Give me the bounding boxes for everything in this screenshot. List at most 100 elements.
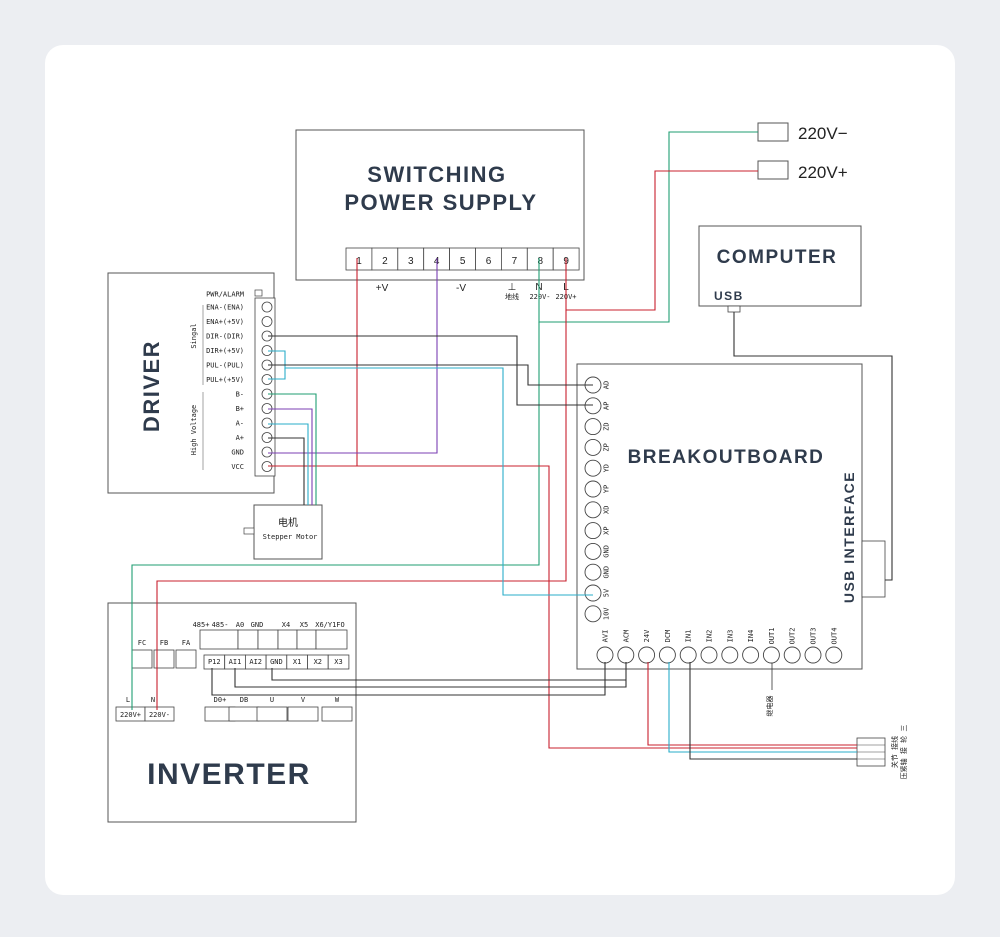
psu-n-sub: 220V- — [529, 293, 550, 301]
breakout-bottom-pin — [742, 646, 760, 664]
psu-terminal-label: 5 — [460, 256, 466, 267]
inverter-top-label: GND — [251, 621, 264, 629]
driver-pin-label: GND — [231, 449, 244, 457]
psu-plus-v: +V — [376, 283, 389, 294]
driver-pin-label: DIR-(DIR) — [206, 333, 244, 341]
inverter-mid-label: X2 — [314, 658, 322, 666]
mains-inputs: 220V− 220V+ — [757, 122, 848, 182]
breakout-pin — [584, 418, 602, 436]
breakout-pin — [584, 438, 602, 456]
inverter-top-terminal — [237, 629, 259, 650]
inverter-mid-terminal — [327, 654, 350, 670]
driver-pin-label: A+ — [236, 434, 244, 442]
inverter-fc-terminal — [131, 649, 153, 669]
inverter-mid-label: AI2 — [249, 658, 262, 666]
breakout-pin-label: AP — [603, 402, 611, 410]
inverter-out-label: D0+ — [214, 696, 227, 704]
sensor-label-2: 压紧轴 接 轮 三 — [899, 725, 908, 780]
driver-pin-label: PWR/ALARM — [206, 291, 244, 299]
breakout-bottom-pin — [596, 646, 614, 664]
breakout-bottom-pin-label: ACM — [622, 630, 630, 643]
breakout-bottom-pin — [762, 646, 780, 664]
breakout-usb-label: USB INTERFACE — [841, 471, 857, 603]
psu-title-2: POWER SUPPLY — [344, 190, 537, 215]
breakout-pin-label: GND — [603, 566, 611, 579]
breakout-bottom-pin — [804, 646, 822, 664]
stepper-motor-block: 电机 Stepper Motor — [243, 504, 323, 560]
relay-label: 继电器 — [765, 696, 774, 717]
driver-pin-screw — [261, 446, 273, 458]
breakout-bottom-pin-label: IN4 — [747, 630, 755, 643]
breakout-pin — [584, 605, 602, 623]
breakout-bottom-pin — [617, 646, 635, 664]
breakout-pin — [584, 459, 602, 477]
psu-title-1: SWITCHING — [367, 162, 506, 187]
breakout-bottom-pin-label: OUT4 — [830, 628, 838, 645]
breakout-bottom-pin — [658, 646, 676, 664]
breakout-bottom-pin-label: AVI — [602, 630, 610, 643]
inverter-out-label: W — [335, 696, 340, 704]
inverter-top-label: A0 — [236, 621, 244, 629]
sensor-label-1: 关节 接线 — [890, 736, 899, 768]
inverter-top-label: X6/Y1FO — [315, 621, 345, 629]
driver-pin-label: A- — [236, 420, 244, 428]
sensor-connector: 关节 接线 压紧轴 接 轮 三 — [856, 725, 908, 780]
inverter-out-label: U — [270, 696, 274, 704]
inverter-power-label: L — [126, 696, 130, 704]
driver-group-hv: High Voltage — [190, 405, 198, 456]
motor-label-cn: 电机 — [278, 516, 298, 529]
inverter-out-label: DB — [240, 696, 248, 704]
driver-pin-label: ENA+(+5V) — [206, 318, 244, 326]
breakout-pin — [584, 542, 602, 560]
inverter-top-terminal — [277, 629, 298, 650]
driver-title: DRIVER — [139, 340, 164, 432]
psu-terminal-label: 1 — [356, 256, 362, 267]
driver-block: DRIVER Singal High Voltage PWR/ALARM ENA-… — [107, 272, 276, 494]
driver-pin-list: PWR/ALARMENA-(ENA)ENA+(+5V)DIR-(DIR)DIR+… — [206, 291, 273, 472]
breakout-bottom-pin-label: DCM — [664, 630, 672, 643]
breakout-pin-label: XD — [603, 506, 611, 514]
psu-terminal-label: 8 — [538, 256, 544, 267]
wires — [131, 131, 893, 760]
mains-minus-label: 220V− — [798, 124, 848, 143]
breakout-bottom-pin-label: OUT1 — [768, 628, 776, 645]
breakout-pin-label: ZP — [603, 443, 611, 451]
breakout-bottom-pin — [783, 646, 801, 664]
breakout-bottom-pin-label: 24V — [643, 629, 651, 642]
breakout-pin-label: 10V — [603, 607, 611, 620]
inverter-power-terminal-label: 220V- — [149, 711, 170, 719]
psu-terminal-label: 7 — [512, 256, 518, 267]
driver-pin-label: ENA-(ENA) — [206, 304, 244, 312]
inverter-fc-label: FA — [182, 639, 191, 647]
breakout-pin-label: 5V — [603, 588, 611, 597]
inverter-out-terminal — [287, 706, 319, 722]
driver-group-signal: Singal — [190, 323, 198, 348]
breakout-pin-label: YD — [603, 464, 611, 472]
inverter-top-terminal — [315, 629, 348, 650]
driver-pin-label: B+ — [236, 405, 244, 413]
psu-terminal-label: 2 — [382, 256, 388, 267]
inverter-fc-label: FC — [138, 639, 146, 647]
inverter-out-terminal — [228, 706, 260, 722]
breakout-pin — [584, 522, 602, 540]
psu-minus-v: -V — [456, 283, 466, 294]
driver-pin-screw — [261, 316, 273, 327]
inverter-fc-terminal — [153, 649, 175, 669]
motor-label: Stepper Motor — [263, 533, 318, 541]
mains-plus-label: 220V+ — [798, 163, 848, 182]
psu-terminal-label: 6 — [486, 256, 492, 267]
inverter-mid-label: AI1 — [229, 658, 242, 666]
inverter-power-terminal-label: 220V+ — [120, 711, 141, 719]
inverter-top-terminal — [199, 629, 239, 650]
inverter-top-terminal — [296, 629, 317, 650]
inverter-out-terminal — [321, 706, 353, 722]
breakout-pin — [584, 584, 602, 602]
breakout-bottom-pin — [700, 646, 718, 664]
computer-usb: USB — [714, 289, 744, 303]
